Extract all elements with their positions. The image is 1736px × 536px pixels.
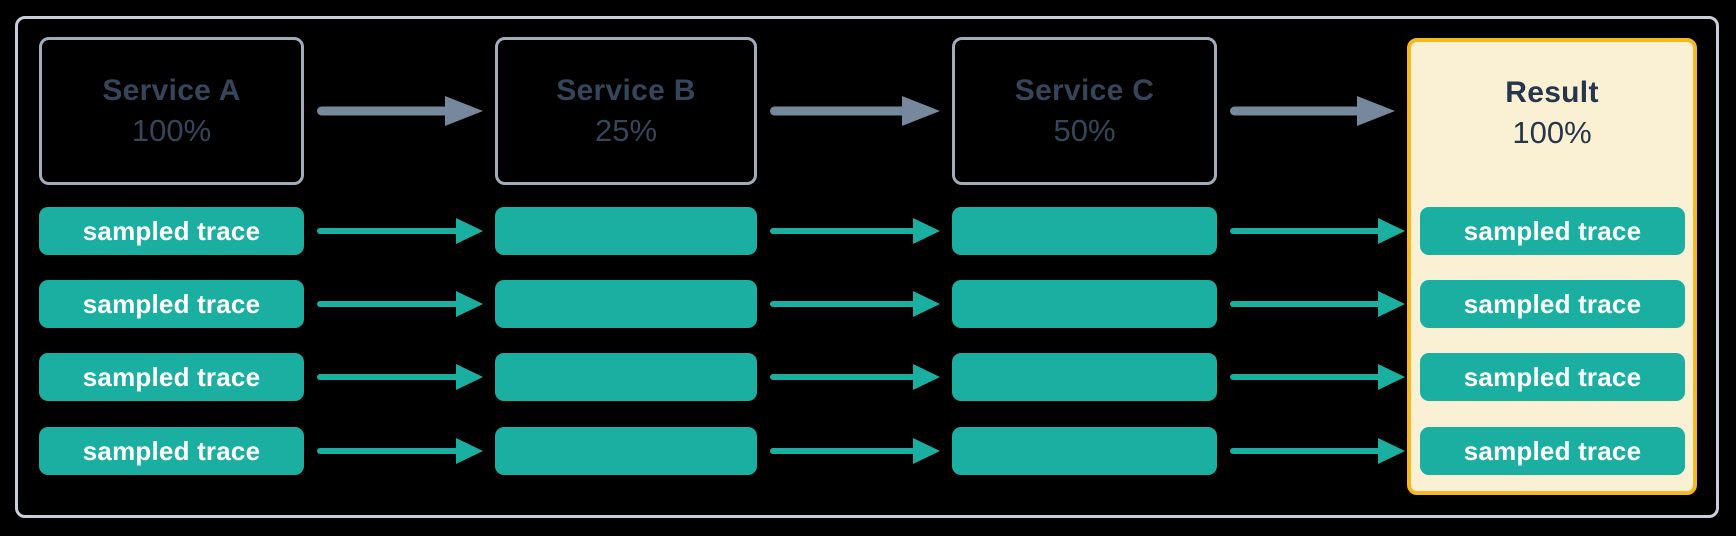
trace-flow-arrow bbox=[1230, 216, 1405, 246]
service-a-title: Service A bbox=[102, 73, 241, 107]
sampled-trace-bar: sampled trace bbox=[1420, 353, 1685, 401]
service-a-heading: Service A 100% bbox=[42, 40, 301, 182]
trace-flow-arrow bbox=[1230, 362, 1405, 392]
service-c-title: Service C bbox=[1014, 73, 1155, 107]
sampled-trace-bar bbox=[495, 353, 757, 401]
result-title: Result bbox=[1505, 75, 1599, 109]
sampled-trace-label: sampled trace bbox=[1463, 435, 1642, 466]
sampled-trace-bar bbox=[495, 280, 757, 328]
sampled-trace-bar bbox=[495, 207, 757, 255]
sampled-trace-label: sampled trace bbox=[1463, 215, 1642, 246]
service-flow-arrow bbox=[770, 91, 940, 131]
result-box: Result 100% bbox=[1407, 38, 1697, 495]
diagram-frame bbox=[15, 16, 1719, 518]
sampled-trace-bar bbox=[952, 280, 1217, 328]
service-a-box: Service A 100% bbox=[39, 37, 304, 185]
sampled-trace-bar: sampled trace bbox=[39, 353, 304, 401]
sampled-trace-bar: sampled trace bbox=[39, 207, 304, 255]
service-flow-arrow bbox=[1230, 91, 1395, 131]
trace-flow-arrow bbox=[770, 436, 940, 466]
service-c-box: Service C 50% bbox=[952, 37, 1217, 185]
sampled-trace-bar: sampled trace bbox=[1420, 280, 1685, 328]
trace-flow-arrow bbox=[1230, 289, 1405, 319]
sampled-trace-bar: sampled trace bbox=[1420, 427, 1685, 475]
sampled-trace-label: sampled trace bbox=[82, 215, 261, 246]
service-b-box: Service B 25% bbox=[495, 37, 757, 185]
trace-flow-arrow bbox=[770, 216, 940, 246]
sampled-trace-bar bbox=[495, 427, 757, 475]
sampled-trace-label: sampled trace bbox=[82, 435, 261, 466]
service-a-sample-rate: 100% bbox=[131, 112, 212, 148]
sampled-trace-label: sampled trace bbox=[82, 288, 261, 319]
sampled-trace-label: sampled trace bbox=[82, 361, 261, 392]
trace-flow-arrow bbox=[770, 362, 940, 392]
trace-flow-arrow bbox=[770, 289, 940, 319]
trace-flow-arrow bbox=[317, 436, 483, 466]
service-b-title: Service B bbox=[556, 73, 696, 107]
result-heading: Result 100% bbox=[1411, 42, 1693, 184]
service-b-sample-rate: 25% bbox=[594, 112, 658, 148]
trace-flow-arrow bbox=[1230, 436, 1405, 466]
trace-flow-arrow bbox=[317, 216, 483, 246]
trace-flow-arrow bbox=[317, 362, 483, 392]
service-flow-arrow bbox=[317, 91, 483, 131]
service-c-sample-rate: 50% bbox=[1053, 112, 1116, 148]
trace-flow-arrow bbox=[317, 289, 483, 319]
service-b-heading: Service B 25% bbox=[498, 40, 754, 182]
service-c-heading: Service C 50% bbox=[955, 40, 1214, 182]
sampled-trace-bar bbox=[952, 427, 1217, 475]
sampled-trace-bar: sampled trace bbox=[39, 427, 304, 475]
sampled-trace-label: sampled trace bbox=[1463, 288, 1642, 319]
sampled-trace-label: sampled trace bbox=[1463, 361, 1642, 392]
result-sample-rate: 100% bbox=[1512, 114, 1592, 150]
sampled-trace-bar bbox=[952, 207, 1217, 255]
sampled-trace-bar bbox=[952, 353, 1217, 401]
sampled-trace-bar: sampled trace bbox=[39, 280, 304, 328]
sampled-trace-bar: sampled trace bbox=[1420, 207, 1685, 255]
